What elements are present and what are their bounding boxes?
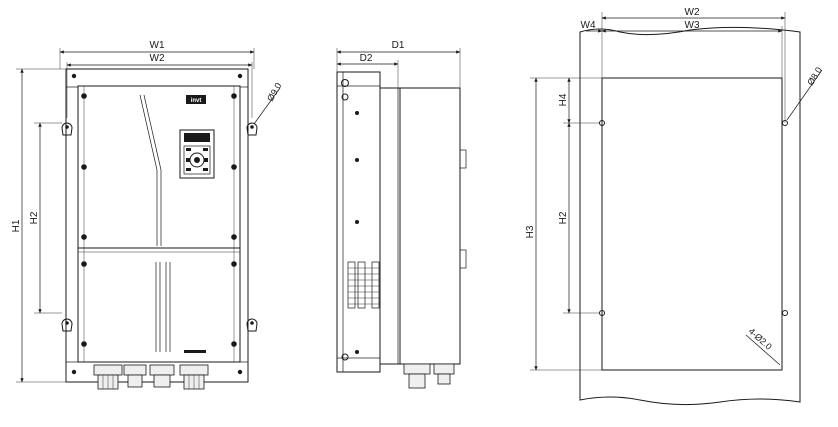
brand-logo: invt bbox=[191, 98, 202, 104]
front-view: invt bbox=[11, 40, 283, 390]
mounting-hole-icon bbox=[61, 122, 258, 332]
dim-w3-label: W3 bbox=[685, 20, 700, 31]
dim-hole-diameter-label: Ø9.0 bbox=[265, 81, 283, 103]
mounting-cutout-view: W2 W3 W4 H3 H4 H2 Ø8.0 4-Ø2.0 bbox=[525, 7, 824, 406]
vent-icon bbox=[347, 261, 380, 309]
side-view: D1 D2 bbox=[336, 40, 467, 389]
dim-h4-label: H4 bbox=[558, 93, 569, 106]
dim-d1-label: D1 bbox=[392, 40, 405, 51]
keypad-icon bbox=[179, 129, 215, 179]
cable-gland-icon bbox=[403, 363, 455, 389]
dim-h2-label: H2 bbox=[29, 211, 40, 224]
dim-h1-label: H1 bbox=[11, 219, 22, 232]
dim-w2-cutout-label: W2 bbox=[685, 7, 700, 18]
dim-h3-label: H3 bbox=[525, 225, 536, 238]
dim-hole-diameter-cutout-label: Ø8.0 bbox=[805, 65, 824, 87]
mounting-hole-icon bbox=[599, 120, 788, 316]
dim-d2-label: D2 bbox=[360, 53, 373, 64]
dim-w4-label: W4 bbox=[581, 20, 596, 31]
dim-w1-label: W1 bbox=[150, 40, 165, 51]
cable-gland-icon bbox=[93, 350, 209, 390]
dim-w2-label: W2 bbox=[150, 53, 165, 64]
dim-h2-cutout-label: H2 bbox=[558, 211, 569, 224]
screw-icon bbox=[71, 73, 243, 375]
